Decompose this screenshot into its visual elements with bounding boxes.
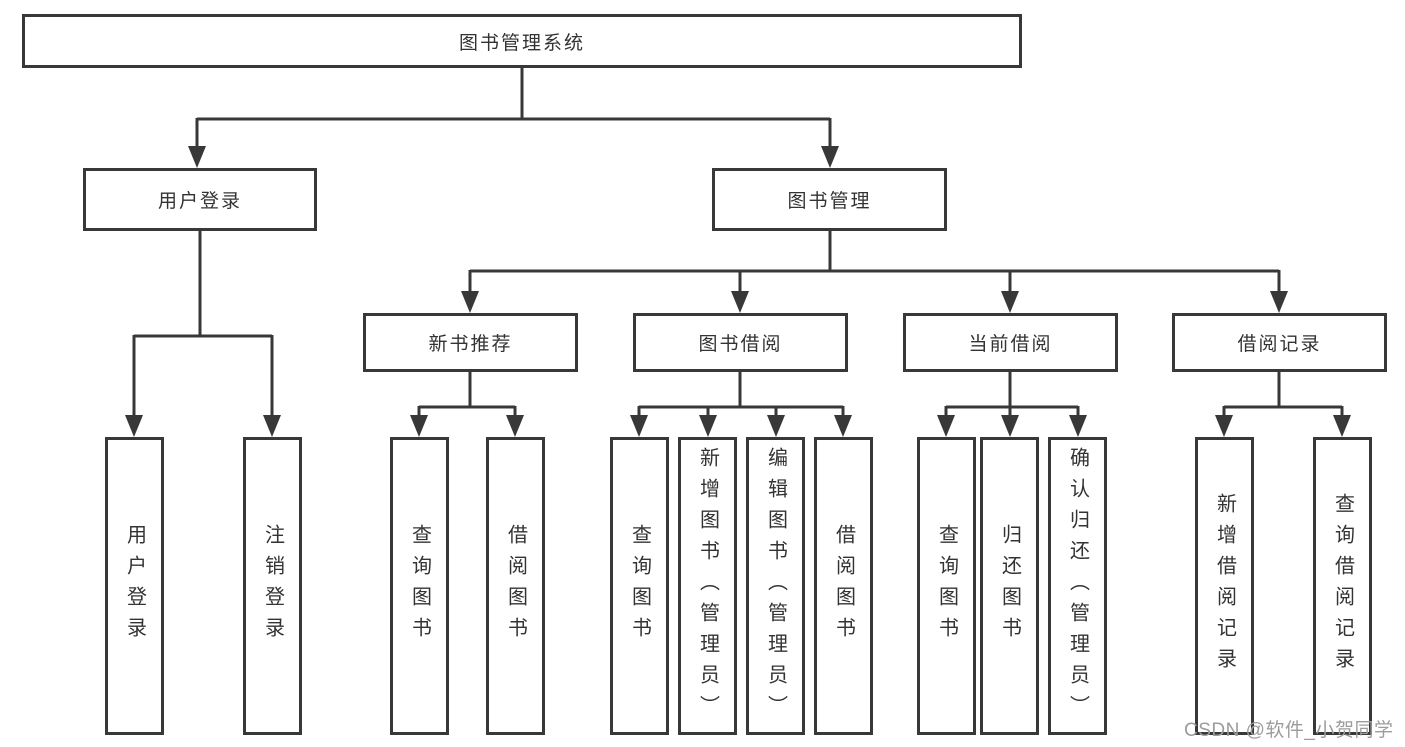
arrowheads-root-branch [188, 146, 839, 168]
node-label: 查询图书 [408, 524, 431, 648]
node-library-management-system: 图书管理系统 [22, 14, 1022, 68]
node-label: 借阅图书 [504, 524, 527, 648]
csdn-watermark: CSDN @软件_小贺同学 [1184, 720, 1394, 741]
node-user-login: 用户登录 [83, 168, 317, 231]
leaf-current-query-book: 查询图书 [917, 437, 976, 735]
node-label: 注销登录 [261, 524, 284, 648]
arrowheads-leaf-row [410, 415, 1351, 437]
node-label: 新增图书（管理员） [696, 446, 719, 726]
connector-root-branch [195, 67, 832, 150]
node-label: 借阅记录 [1237, 334, 1322, 355]
node-borrow-records: 借阅记录 [1172, 313, 1387, 372]
leaf-borrow-query-book: 查询图书 [610, 437, 669, 735]
leaf-add-book-admin: 新增图书（管理员） [678, 437, 737, 735]
node-current-borrow: 当前借阅 [903, 313, 1118, 372]
connector-current-borrow-branch [944, 372, 1080, 419]
leaf-recommend-borrow-book: 借阅图书 [486, 437, 545, 735]
node-label: 确认归还（管理员） [1066, 446, 1089, 726]
node-label: 新书推荐 [428, 334, 513, 355]
leaf-edit-book-admin: 编辑图书（管理员） [746, 437, 805, 735]
node-label: 新增借阅记录 [1213, 493, 1236, 679]
leaf-add-borrow-record: 新增借阅记录 [1195, 437, 1254, 735]
node-label: 查询图书 [935, 524, 958, 648]
node-label: 当前借阅 [968, 334, 1053, 355]
node-label: 借阅图书 [832, 524, 855, 648]
arrowheads-user-login-branch [125, 415, 281, 437]
leaf-recommend-query-book: 查询图书 [390, 437, 449, 735]
connector-new-book-branch [417, 372, 517, 419]
arrowheads-book-mgmt-branch [461, 291, 1288, 313]
leaf-query-borrow-record: 查询借阅记录 [1313, 437, 1372, 735]
node-label: 查询借阅记录 [1331, 493, 1354, 679]
node-label: 编辑图书（管理员） [764, 446, 787, 726]
node-label: 用户登录 [123, 524, 146, 648]
node-label: 图书管理系统 [458, 32, 585, 54]
leaf-borrow-book: 借阅图书 [814, 437, 873, 735]
node-label: 图书管理 [787, 191, 872, 212]
leaf-confirm-return-admin: 确认归还（管理员） [1048, 437, 1107, 735]
leaf-logout-login: 注销登录 [243, 437, 302, 735]
node-label: 用户登录 [157, 191, 242, 212]
connector-book-borrow-branch [637, 372, 845, 419]
node-label: 归还图书 [998, 524, 1021, 648]
node-book-borrow: 图书借阅 [633, 313, 848, 372]
connector-user-login-branch [132, 231, 274, 419]
node-book-management: 图书管理 [712, 168, 947, 231]
connector-borrow-records-branch [1222, 372, 1344, 419]
node-new-book-recommend: 新书推荐 [363, 313, 578, 372]
leaf-return-book: 归还图书 [980, 437, 1039, 735]
node-label: 查询图书 [628, 524, 651, 648]
connector-book-mgmt-branch [468, 231, 1281, 295]
node-label: 图书借阅 [698, 334, 783, 355]
leaf-user-login: 用户登录 [105, 437, 164, 735]
